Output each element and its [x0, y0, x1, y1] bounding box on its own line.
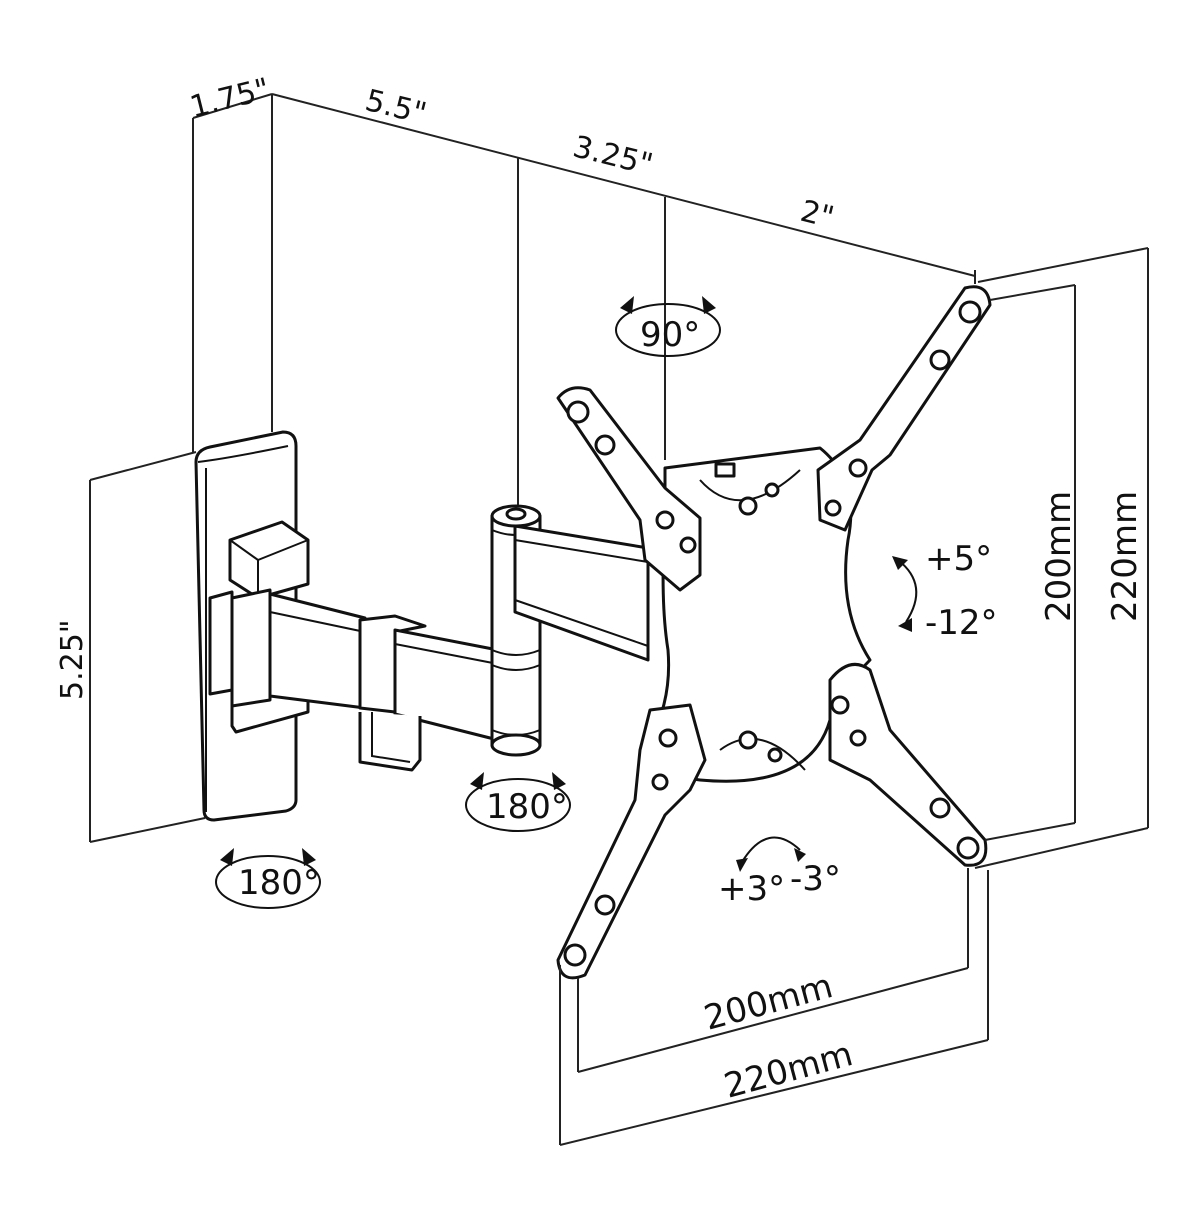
- vesa-arm-bottom-left: [556, 703, 707, 980]
- vesa-center-knob: [714, 462, 736, 478]
- right-height-dimensions: 200mm 220mm: [974, 247, 1149, 869]
- angle-label-swivel-wall: 180°: [238, 863, 320, 903]
- vesa-arm-top-left: [556, 386, 702, 592]
- rotation-tilt: +5° -12°: [892, 539, 998, 643]
- vesa-arm-bottom-right-hole-2: [849, 729, 867, 747]
- vesa-center-hole-top-2: [764, 482, 780, 498]
- extension-line-vesa-inner-bottom: [984, 822, 1076, 841]
- extension-line-plate-bottom: [89, 817, 206, 843]
- elbow-cylinder-bottom: [490, 733, 542, 757]
- vesa-center-plate: [648, 446, 872, 783]
- rotation-elbow: 180°: [465, 772, 571, 832]
- dimension-label-plate-height: 5.25": [55, 619, 90, 700]
- wall-bracket-top: [228, 520, 310, 600]
- angle-label-tilt-down: -12°: [925, 603, 998, 643]
- rotation-arc-level: [741, 836, 801, 863]
- rotation-arrow-head-left-icon: [620, 296, 634, 314]
- rotation-arc-wall: [215, 855, 321, 909]
- rotation-arrow-head-right-icon: [702, 296, 716, 314]
- wall-plate-top-edge: [197, 445, 289, 463]
- angle-label-tilt-up: +5°: [925, 539, 992, 579]
- bottom-width-dimensions: 200mm 220mm: [559, 868, 989, 1146]
- vesa-arm-bottom-left-hole-4: [563, 943, 587, 967]
- arm-second: [513, 524, 650, 662]
- extension-line-vesa-inner-top: [989, 284, 1076, 301]
- rotation-arrow-wall-right-icon: [302, 848, 316, 866]
- rotation-arrow-level-left-icon: [736, 858, 748, 872]
- vesa-arm-bottom-right-hole-1: [830, 695, 850, 715]
- vesa-arm-bottom-right-hole-4: [956, 836, 980, 860]
- vesa-arm-top-right-hole-4: [824, 499, 842, 517]
- rotation-head: 90°: [615, 296, 721, 357]
- vesa-arm-top-right-hole-3: [848, 458, 868, 478]
- arm-second-body: [513, 524, 650, 662]
- rotation-wall: 180°: [215, 848, 321, 909]
- cable-clip: [358, 712, 422, 772]
- elbow-cylinder-cap: [505, 507, 527, 521]
- top-dimension-chain: 1.75" 5.5" 3.25" 2": [187, 72, 976, 505]
- rotation-arc-head: [615, 303, 721, 357]
- rotation-arrow-tilt-down-icon: [898, 618, 912, 632]
- dimension-line-arm-total: [271, 93, 976, 277]
- vesa-center-bottom-curve: [719, 737, 806, 771]
- arm-first-segment-b-edge: [394, 643, 499, 665]
- vesa-arm-top-right: [816, 285, 992, 532]
- angle-label-swivel-head: 90°: [640, 315, 700, 355]
- dimension-line-plate-depth: [192, 93, 273, 119]
- rotation-arrow-elbow-right-icon: [552, 772, 566, 790]
- arm-first-pivot: [230, 588, 272, 708]
- vesa-arm-bottom-left-hole-2: [651, 773, 669, 791]
- dimension-label-arm-first: 5.5": [362, 83, 430, 132]
- rotation-arrow-elbow-left-icon: [470, 772, 484, 790]
- cable-clip-inner: [371, 712, 411, 763]
- dimension-label-vesa-outer-width: 220mm: [720, 1034, 857, 1107]
- vesa-arm-bottom-right-hole-3: [929, 797, 951, 819]
- left-height-dimension: 5.25": [55, 451, 206, 843]
- angle-label-level-plus: +3°: [718, 869, 785, 909]
- vesa-center-hole-top: [738, 496, 758, 516]
- vesa-center-hole-bottom: [738, 730, 758, 750]
- angle-label-swivel-elbow: 180°: [486, 787, 568, 827]
- wall-bracket-side: [208, 590, 234, 696]
- rotation-arrow-level-right-icon: [794, 848, 806, 862]
- dimension-label-vesa-outer-height: 220mm: [1105, 491, 1145, 622]
- dimension-label-vesa-inner-height: 200mm: [1039, 491, 1079, 622]
- rotation-arc-elbow: [465, 778, 571, 832]
- vesa-arm-top-left-hole-2: [594, 434, 616, 456]
- arm-second-edges: [514, 539, 649, 647]
- rotation-arrow-wall-left-icon: [220, 848, 234, 866]
- dimension-label-plate-depth: 1.75": [187, 72, 274, 125]
- arm-first-segment-a-edge: [269, 611, 366, 633]
- dimension-line-vesa-inner-width: [577, 967, 969, 1073]
- vesa-center-hole-bottom-2: [767, 747, 783, 763]
- arm-first: [230, 588, 500, 772]
- rotation-level: +3° -3°: [718, 836, 841, 909]
- extension-line-vesa-outer-bottom: [974, 827, 1149, 869]
- extension-line-plate-top: [89, 451, 197, 481]
- vesa-arm-bottom-left-hole-1: [658, 728, 678, 748]
- dimension-label-head-depth: 2": [797, 194, 837, 236]
- vesa-arm-top-left-hole-3: [655, 510, 675, 530]
- rotation-arc-tilt: [897, 559, 918, 623]
- dimension-label-vesa-inner-width: 200mm: [700, 966, 837, 1039]
- vesa-arm-top-right-hole-2: [929, 349, 951, 371]
- angle-label-level-minus: -3°: [790, 859, 841, 899]
- vesa-head: [556, 285, 992, 980]
- vesa-arm-top-left-hole-4: [679, 536, 697, 554]
- arm-first-segment-a: [268, 592, 367, 710]
- vesa-arm-top-left-hole-1: [566, 400, 590, 424]
- dimension-line-vesa-outer-width: [559, 1039, 989, 1146]
- vesa-arm-bottom-left-hole-3: [594, 894, 616, 916]
- vesa-arm-top-right-hole-1: [958, 300, 982, 324]
- rotation-arrow-tilt-up-icon: [892, 556, 908, 570]
- extension-line-vesa-outer-top: [977, 247, 1149, 283]
- vesa-arm-bottom-right: [828, 662, 988, 867]
